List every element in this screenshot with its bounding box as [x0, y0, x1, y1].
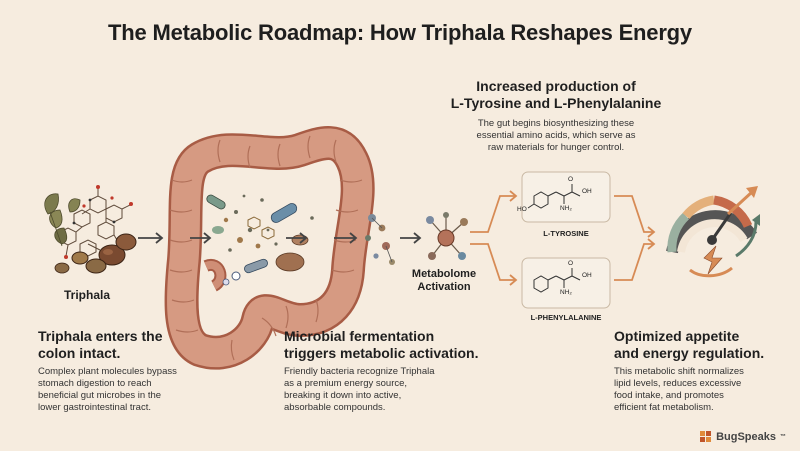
bacteria-icon	[206, 194, 309, 274]
step-1-description: Complex plant molecules bypass stomach d…	[38, 366, 238, 414]
step-title-line: Microbial fermentation	[284, 328, 435, 344]
arrow-right-icon	[138, 232, 164, 244]
brand-logo-icon	[700, 431, 712, 442]
step-desc-line: lipid levels, reduces excessive	[614, 378, 742, 389]
step-desc-line: breaking it down into active,	[284, 390, 402, 401]
step-desc-line: efficient fat metabolism.	[614, 402, 714, 413]
arrow-right-icon	[190, 232, 358, 244]
step-2-description: Friendly bacteria recognize Triphala as …	[284, 366, 504, 414]
step-desc-line: food intake, and promotes	[614, 390, 724, 401]
step-3: Optimized appetite and energy regulation…	[614, 328, 784, 414]
step-desc-line: stomach digestion to reach	[38, 378, 152, 389]
step-desc-line: This metabolic shift normalizes	[614, 366, 744, 377]
fruit-icon	[54, 233, 137, 274]
amino-header-desc-line: The gut begins biosynthesizing these	[477, 118, 635, 129]
step-title-line: Optimized appetite	[614, 328, 740, 344]
page-title: The Metabolic Roadmap: How Triphala Resh…	[108, 20, 692, 45]
step-1-title: Triphala enters the colon intact.	[38, 328, 238, 362]
metabolome-label-line-2: Activation	[417, 281, 471, 293]
tyrosine-nh2-label: NH₂	[560, 205, 572, 212]
step-title-line: Triphala enters the	[38, 328, 163, 344]
step-2-title: Microbial fermentation triggers metaboli…	[284, 328, 504, 362]
tyrosine-label: L-TYROSINE	[543, 229, 589, 238]
amino-header-description: The gut begins biosynthesizing these ess…	[426, 118, 686, 154]
energy-gauge-icon	[666, 186, 760, 278]
step-desc-line: as a premium energy source,	[284, 378, 408, 389]
phenylalanine-o-label: O	[568, 260, 574, 267]
herb-leaf-icon	[44, 193, 81, 247]
tyrosine-ho-label: HO	[517, 206, 527, 213]
step-desc-line: beneficial gut microbes in the	[38, 390, 162, 401]
converge-arrow-icon	[614, 195, 656, 281]
step-2: Microbial fermentation triggers metaboli…	[284, 328, 504, 414]
amino-header-title-line-2: L-Tyrosine and L-Phenylalanine	[450, 95, 662, 111]
step-desc-line: Complex plant molecules bypass	[38, 366, 177, 377]
triphala-illustration	[44, 185, 137, 274]
phenylalanine-label: L-PHENYLALANINE	[530, 313, 602, 322]
metabolome-network-icon	[426, 212, 468, 260]
brand-trademark: ™	[780, 434, 786, 440]
brand-name: BugSpeaks	[716, 431, 776, 443]
step-desc-line: Friendly bacteria recognize Triphala	[284, 366, 435, 377]
step-title-line: and energy regulation.	[614, 345, 765, 361]
triphala-label: Triphala	[64, 288, 111, 302]
molecule-fragment-icon	[247, 216, 275, 240]
step-3-description: This metabolic shift normalizes lipid le…	[614, 366, 784, 414]
tyrosine-molecule-box	[521, 171, 611, 223]
metabolome-label-line-1: Metabolome	[411, 268, 477, 280]
amino-header-desc-line: essential amino acids, which serve as	[476, 130, 636, 141]
amino-header-title-line-1: Increased production of	[476, 78, 636, 94]
metabolite-particles	[365, 214, 395, 265]
step-title-line: colon intact.	[38, 345, 121, 361]
tyrosine-o-label: O	[568, 176, 574, 183]
phenylalanine-nh2-label: NH₂	[560, 289, 572, 296]
amino-acid-header: Increased production of L-Tyrosine and L…	[426, 78, 686, 154]
metabolome-activation-label: Metabolome Activation	[404, 268, 484, 294]
amino-header-desc-line: raw materials for hunger control.	[487, 142, 625, 153]
phenylalanine-oh-label: OH	[582, 272, 592, 279]
tyrosine-oh-label: OH	[582, 188, 592, 195]
step-desc-line: absorbable compounds.	[284, 402, 386, 413]
phenylalanine-molecule-box	[521, 257, 611, 309]
step-title-line: triggers metabolic activation.	[284, 345, 479, 361]
microbes-illustration	[206, 194, 314, 286]
brand-logo: BugSpeaks ™	[700, 431, 786, 443]
branch-arrow-icon	[470, 190, 518, 286]
arrow-right-icon	[400, 232, 422, 244]
step-1: Triphala enters the colon intact. Comple…	[38, 328, 238, 414]
step-3-title: Optimized appetite and energy regulation…	[614, 328, 784, 362]
intestine-illustration	[164, 126, 375, 370]
step-desc-line: lower gastrointestinal tract.	[38, 402, 151, 413]
